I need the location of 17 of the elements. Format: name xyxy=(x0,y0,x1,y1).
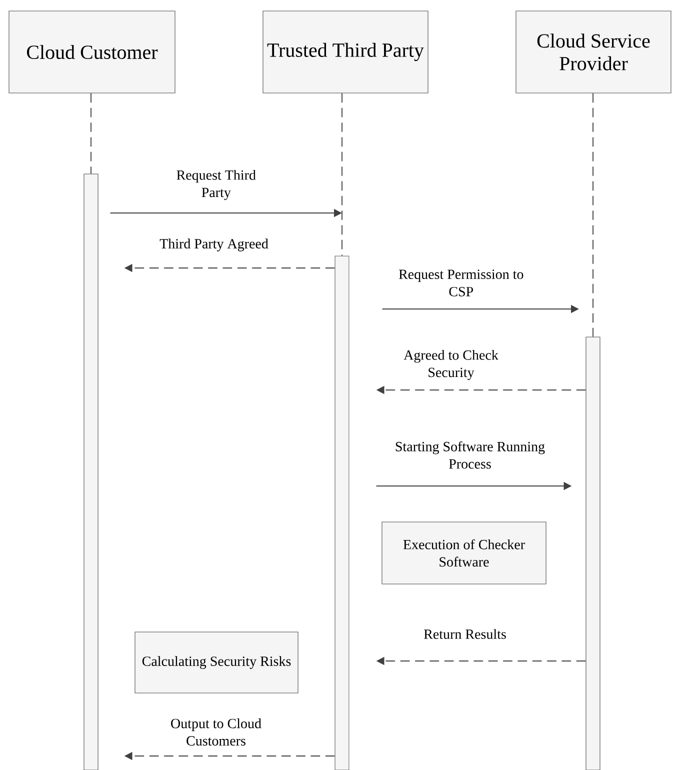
edge-label: Output to Cloud Customers xyxy=(171,718,262,746)
edge-label: Return Results xyxy=(424,629,506,639)
edge-label: Request Permission to CSP xyxy=(398,270,524,296)
process-box: Execution of Checker Software xyxy=(382,522,546,584)
edge-label: Third Party Agreed xyxy=(160,238,268,252)
lifeline xyxy=(90,92,92,174)
activation-bar xyxy=(586,336,600,770)
activation-bar xyxy=(334,256,350,770)
process-box: Calculating Security Risks xyxy=(134,632,298,694)
edge-label: Agreed to Check Security xyxy=(404,350,498,380)
edge-label: Starting Software Running Process xyxy=(396,441,545,469)
lifeline-head-box: Cloud Customer xyxy=(8,10,176,94)
activation-bar xyxy=(84,174,98,770)
lifeline-head-box: Trusted Third Party xyxy=(262,10,428,94)
edge-label: Request Third Party xyxy=(176,170,256,200)
lifeline-head-box: Cloud Service Provider xyxy=(516,10,672,94)
lifeline xyxy=(592,92,594,338)
